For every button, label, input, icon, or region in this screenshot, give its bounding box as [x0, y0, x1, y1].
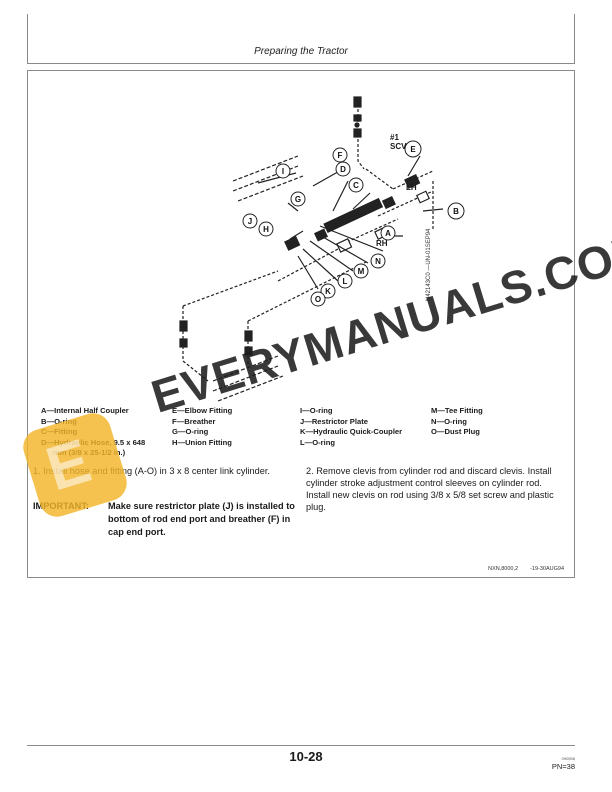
svg-text:L: L — [343, 277, 348, 286]
hydraulic-exploded-diagram: E B D C F G I J H K L M N A O — [179, 96, 465, 402]
svg-text:A: A — [385, 229, 391, 238]
callout-E: E — [410, 145, 416, 154]
pn-number: PN=38 — [551, 762, 575, 771]
svg-text:C: C — [353, 181, 359, 190]
svg-text:O: O — [315, 295, 321, 304]
svg-text:I: I — [282, 167, 284, 176]
scv-label: #1 SCV — [390, 133, 407, 151]
page-number: 10-28 — [289, 749, 323, 764]
svg-text:F: F — [338, 151, 343, 160]
svg-text:G: G — [295, 195, 301, 204]
svg-text:M: M — [358, 267, 365, 276]
figure-id: N42143C0 —UN-01SEP94 — [426, 228, 432, 301]
step-2: 2. Remove clevis from cylinder rod and d… — [306, 466, 554, 512]
svg-text:B: B — [453, 207, 459, 216]
important-label: IMPORTANT: — [33, 501, 89, 511]
legend-column-3: I—O-ring J—Restrictor Plate K—Hydraulic … — [300, 406, 403, 447]
footer-small-code: 090596 — [561, 756, 575, 761]
legend-column-4: M—Tee Fitting N—O-ring O—Dust Plug — [431, 406, 483, 437]
legend-column-1: A—Internal Half Coupler B—O-ring C—Fitti… — [41, 406, 146, 458]
svg-text:K: K — [325, 287, 331, 296]
footer-divider — [27, 745, 575, 746]
section-title: Preparing the Tractor — [254, 46, 348, 57]
page-header: Preparing the Tractor — [27, 14, 575, 64]
rh-label: RH — [376, 239, 388, 248]
lh-label: LH — [406, 183, 417, 192]
svg-text:N: N — [375, 257, 381, 266]
svg-text:D: D — [340, 165, 346, 174]
content-panel: E B D C F G I J H K L M N A O #1 SCV LH RH N42143C… — [27, 70, 575, 578]
important-text: Make sure restrictor plate (J) is instal… — [108, 501, 295, 537]
svg-text:H: H — [263, 225, 269, 234]
legend-column-2: E—Elbow Fitting F—Breather G—O-ring H—Un… — [172, 406, 233, 447]
step-1: 1. Install hose and fitting (A-O) in 3 x… — [33, 466, 270, 476]
svg-text:J: J — [248, 217, 252, 226]
document-reference: NXN,8000,2-19-30AUG94 — [488, 566, 564, 572]
